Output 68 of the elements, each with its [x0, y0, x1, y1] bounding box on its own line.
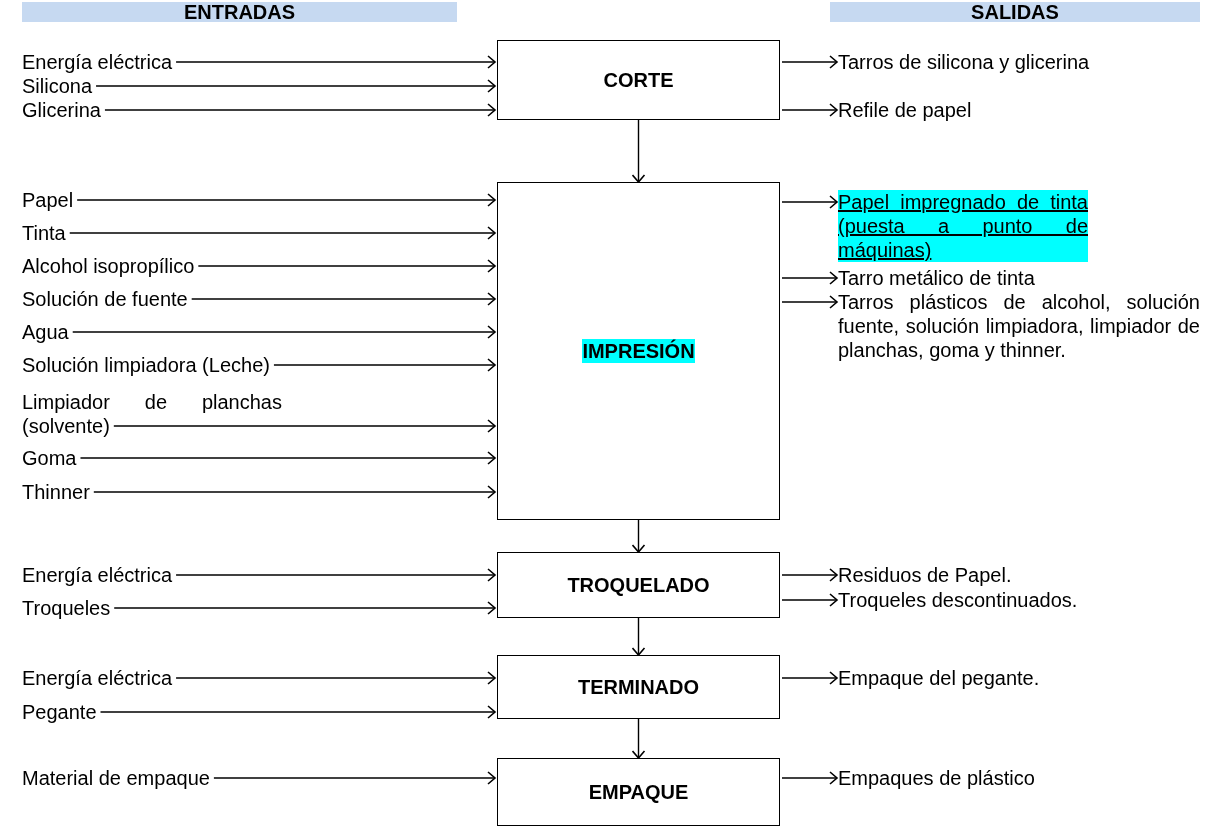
output-text: Residuos de Papel.	[838, 563, 1200, 587]
arrow	[175, 568, 496, 582]
input-text: Goma	[22, 446, 467, 470]
process-box	[497, 655, 780, 719]
arrow	[781, 671, 838, 685]
arrow	[781, 593, 838, 607]
input-text: Solución de fuente	[22, 287, 467, 311]
arrow	[69, 226, 496, 240]
output-text: Troqueles descontinuados.	[838, 588, 1200, 612]
arrow	[99, 705, 496, 719]
arrow	[631, 519, 646, 553]
output-text: Tarros plásticos de alcohol, solución fuente, solución limpiadora, limpiador de planchas, goma y thinner.	[838, 290, 1200, 362]
input-text: Thinner	[22, 480, 467, 504]
arrow	[104, 103, 496, 117]
input-text: Pegante	[22, 700, 467, 724]
arrow	[631, 617, 646, 656]
arrow	[781, 771, 838, 785]
arrow	[191, 292, 496, 306]
arrow	[95, 79, 496, 93]
arrow	[631, 718, 646, 759]
input-text: Silicona	[22, 74, 467, 98]
process-box	[497, 552, 780, 618]
arrow	[213, 771, 496, 785]
input-text: Tinta	[22, 221, 467, 245]
arrow	[781, 568, 838, 582]
input-text: Material de empaque	[22, 766, 467, 790]
arrow	[175, 671, 496, 685]
input-text: Solución limpiadora (Leche)	[22, 353, 467, 377]
arrow	[781, 103, 838, 117]
arrow	[79, 451, 496, 465]
arrow	[76, 193, 496, 207]
arrow	[631, 119, 646, 183]
input-text: Glicerina	[22, 98, 467, 122]
arrow	[72, 325, 496, 339]
column-header: SALIDAS	[830, 2, 1200, 22]
arrow	[113, 601, 496, 615]
input-text: Alcohol isopropílico	[22, 254, 467, 278]
column-header: ENTRADAS	[22, 2, 457, 22]
arrow	[113, 419, 496, 433]
input-text: Limpiador de planchas (solvente)	[22, 390, 282, 438]
input-text: Energía eléctrica	[22, 666, 467, 690]
input-text: Energía eléctrica	[22, 50, 467, 74]
input-text: Troqueles	[22, 596, 467, 620]
arrow	[175, 55, 496, 69]
output-text: Papel impregnado de tinta (puesta a punto de máquinas)	[838, 190, 1088, 262]
arrow	[781, 271, 838, 285]
arrow	[781, 195, 838, 209]
process-label: IMPRESIÓN	[582, 339, 695, 363]
output-text: Refile de papel	[838, 98, 1200, 122]
process-box	[497, 40, 780, 120]
arrow	[93, 485, 496, 499]
process-label: TERMINADO	[577, 675, 700, 699]
process-box	[497, 758, 780, 826]
input-text: Agua	[22, 320, 467, 344]
arrow	[781, 295, 838, 309]
process-box	[497, 182, 780, 520]
arrow	[197, 259, 496, 273]
arrow	[273, 358, 496, 372]
output-text: Empaques de plástico	[838, 766, 1200, 790]
arrow	[781, 55, 838, 69]
output-text: Tarros de silicona y glicerina	[838, 50, 1200, 74]
process-label: TROQUELADO	[567, 573, 710, 597]
output-text: Empaque del pegante.	[838, 666, 1200, 690]
process-label: CORTE	[603, 68, 674, 92]
output-text: Tarro metálico de tinta	[838, 266, 1200, 290]
input-text: Papel	[22, 188, 467, 212]
input-text: Energía eléctrica	[22, 563, 467, 587]
process-label: EMPAQUE	[588, 780, 689, 804]
